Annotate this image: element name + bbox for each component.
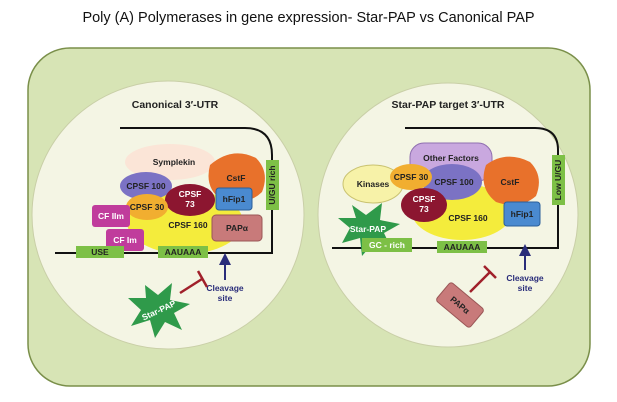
starpap-cpsf30 (390, 164, 432, 190)
canonical-title: Canonical 3′-UTR (132, 99, 219, 111)
starpap-lowugu-label: Low U/GU (553, 160, 563, 201)
canonical-cfiim-label: CF IIm (98, 211, 124, 221)
starpap-hfip1-label: hFip1 (511, 209, 534, 219)
canonical-cleavage-label-a: Cleavage (206, 283, 244, 293)
canonical-aauaaa-label: AAUAAA (165, 247, 202, 257)
canonical-use (76, 246, 124, 258)
starpap-cpsf160-label: CPSF 160 (448, 213, 487, 223)
canonical-cpsf30 (126, 194, 168, 220)
starpap-panel: Star-PAP target 3′-UTR Other Factors CPS… (317, 82, 579, 348)
canonical-cfim-label: CF Im (113, 235, 137, 245)
canonical-panel: Canonical 3′-UTR CPSF 160 Symplekin CstF… (31, 80, 305, 350)
canonical-inhibit-line (179, 277, 203, 295)
starpap-title: Star-PAP target 3′-UTR (392, 99, 505, 111)
canonical-cpsf30-label: CPSF 30 (130, 202, 165, 212)
starpap-mrna-line (332, 127, 559, 249)
starpap-cleavage-label-b: site (518, 283, 533, 293)
canonical-cpsf100-label: CPSF 100 (126, 181, 165, 191)
canonical-inhibit-bar (196, 270, 209, 288)
canonical-hfip1-label: hFip1 (223, 194, 246, 204)
starpap-inhibit-bar (483, 265, 497, 279)
canonical-cpsf100 (120, 172, 172, 200)
canonical-papa-label: PAPα (226, 223, 249, 233)
starpap-cpsf30-label: CPSF 30 (394, 172, 429, 182)
canonical-symplekin-label: Symplekin (153, 157, 196, 167)
canonical-cstf-label: CstF (227, 173, 246, 183)
canonical-cfiim (92, 205, 130, 227)
starpap-hfip1 (503, 201, 541, 227)
starpap-cstf (483, 156, 539, 205)
starpap-lowugu (552, 155, 565, 205)
starpap-other-label: Other Factors (423, 153, 479, 163)
canonical-symplekin (125, 144, 215, 180)
canonical-cleavage-label-b: site (218, 293, 233, 303)
canonical-cpsf160-label: CPSF 160 (168, 220, 207, 230)
canonical-cfim (106, 229, 144, 251)
starpap-gc (362, 238, 412, 252)
canonical-mrna-line (55, 127, 273, 254)
canonical-cpsf73 (165, 184, 215, 216)
starpap-cpsf73-label-a: CPSF (413, 194, 436, 204)
starpap-gc-label: GC - rich (369, 240, 405, 250)
starpap-papa (436, 282, 484, 328)
starpap-cstf-label: CstF (501, 177, 520, 187)
starpap-kinases-label: Kinases (357, 179, 390, 189)
canonical-ugu-label: U/GU rich (267, 165, 277, 204)
starpap-cpsf73-label-b: 73 (419, 204, 429, 214)
canonical-cpsf73-label-b: 73 (185, 199, 195, 209)
starpap-inhibit-line (469, 271, 491, 293)
starpap-star-label: Star-PAP (350, 224, 387, 234)
canonical-ugu (266, 160, 279, 210)
canonical-use-label: USE (91, 247, 109, 257)
canonical-papa (211, 214, 263, 242)
starpap-aauaaa-label: AAUAAA (444, 242, 481, 252)
starpap-cpsf73 (401, 188, 447, 222)
canonical-aauaaa (158, 246, 208, 258)
canonical-cpsf73-label-a: CPSF (179, 189, 202, 199)
starpap-aauaaa (437, 241, 487, 253)
starpap-cpsf100-label: CPSF 100 (434, 177, 473, 187)
starpap-cleavage-label-a: Cleavage (506, 273, 544, 283)
canonical-hfip1 (215, 187, 253, 211)
figure-title: Poly (A) Polymerases in gene expression-… (82, 10, 535, 26)
canonical-starpap-star (128, 283, 190, 338)
